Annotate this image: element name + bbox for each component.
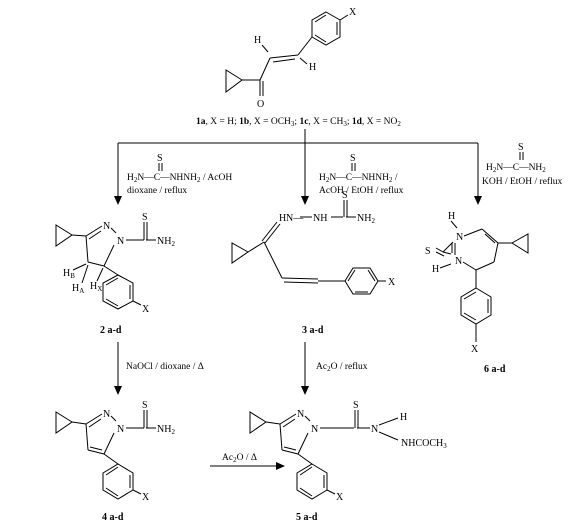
compound-6-label: 6 a-d — [484, 364, 506, 375]
arrow-4-to-5 — [210, 462, 285, 470]
compound-1-vinyl-h-1: H — [254, 35, 261, 46]
svg-text:S: S — [353, 400, 359, 411]
compound-1-oxygen: O — [257, 99, 264, 110]
svg-text:N: N — [371, 424, 378, 435]
svg-text:HB: HB — [63, 268, 75, 280]
svg-text:S: S — [518, 142, 524, 153]
svg-text:N: N — [103, 409, 110, 420]
reagent-right-conditions: KOH / EtOH / reflux — [482, 176, 562, 187]
compound-4-label: 4 a-d — [102, 512, 124, 523]
reagent-3-to-5: Ac2O / reflux — [316, 361, 368, 373]
reagent-right: S H2N—C—NH2 KOH / EtOH / reflux — [482, 142, 562, 187]
svg-text:X: X — [471, 344, 479, 355]
svg-text:NH2: NH2 — [157, 424, 175, 436]
svg-text:N: N — [297, 409, 304, 420]
compound-2-label: 2 a-d — [100, 325, 122, 336]
svg-text:HX: HX — [90, 281, 102, 293]
compound-5-structure: N N S N H NHCOCH3 X — [249, 400, 447, 503]
compound-3-label: 3 a-d — [302, 325, 324, 336]
compound-1-caption: 1a, X = H; 1b, X = OCH3; 1c, X = CH3; 1d… — [196, 117, 401, 128]
compound-2-phenyl-ring — [102, 274, 134, 310]
compound-1-cyclopropyl — [225, 69, 243, 93]
arrow-3-to-5 — [301, 342, 309, 395]
svg-text:N: N — [311, 424, 318, 435]
arrow-2-to-4 — [114, 342, 122, 395]
svg-text:S: S — [342, 190, 348, 201]
svg-text:X: X — [336, 492, 344, 503]
compound-2-cyclopropyl — [55, 224, 73, 247]
svg-text:X: X — [142, 304, 150, 315]
reagent-middle: S H2N—C—NHNH2 / AcOH / EtOH / reflux — [319, 153, 404, 196]
reagent-left-conditions: dioxane / reflux — [127, 185, 187, 196]
compound-4-structure: N N S NH2 X — [55, 400, 175, 503]
svg-text:X: X — [388, 277, 396, 288]
svg-text:N: N — [103, 221, 110, 232]
svg-text:N: N — [117, 424, 124, 435]
compound-2-structure: N N S NH2 HB HA HX X — [55, 212, 175, 315]
svg-text:NH: NH — [313, 213, 327, 224]
svg-text:S: S — [350, 153, 356, 164]
reagent-middle-conditions: AcOH / EtOH / reflux — [319, 185, 404, 196]
svg-text:NHCOCH3: NHCOCH3 — [401, 438, 447, 450]
svg-text:X: X — [142, 492, 150, 503]
reagent-left: S H2N—C—NHNH2 / AcOH dioxane / reflux — [127, 153, 232, 196]
arrow-to-compound-6 — [474, 196, 482, 205]
svg-text:NH2: NH2 — [157, 236, 175, 248]
svg-text:N—: N— — [286, 213, 304, 224]
compound-5-cyclopropyl — [249, 411, 267, 434]
compound-3-cyclopropyl — [231, 242, 249, 264]
compound-5-phenyl-ring — [296, 463, 328, 500]
svg-text:S: S — [142, 212, 148, 223]
svg-text:H: H — [279, 213, 286, 224]
svg-text:N: N — [117, 236, 124, 247]
svg-text:S: S — [157, 153, 163, 164]
svg-text:S: S — [425, 246, 431, 257]
reagent-4-to-5: Ac2O / Δ — [222, 453, 257, 464]
svg-text:H: H — [432, 264, 439, 275]
reagent-middle-formula: H2N—C—NHNH2 / — [319, 173, 398, 184]
compound-6-phenyl-ring — [460, 287, 492, 325]
arrow-to-compound-3 — [301, 196, 309, 205]
compound-1-phenyl-ring — [311, 11, 341, 46]
compound-3-structure: H N— NH S NH2 X — [231, 190, 396, 295]
compound-3-phenyl-ring — [344, 267, 379, 295]
svg-text:S: S — [142, 400, 148, 411]
svg-text:H: H — [448, 211, 455, 222]
svg-text:HA: HA — [72, 283, 84, 295]
reagent-left-formula: H2N—C—NHNH2 / AcOH — [127, 173, 232, 184]
compound-6-structure: H N N S H X — [425, 211, 529, 355]
arrow-to-compound-2 — [114, 196, 122, 205]
compound-1-vinyl-h-2: H — [309, 62, 316, 73]
svg-text:H: H — [400, 412, 407, 423]
svg-text:NH2: NH2 — [357, 213, 375, 225]
compound-1-x-atom: X — [349, 7, 357, 18]
compound-4-phenyl-ring — [102, 463, 134, 500]
svg-text:N: N — [456, 232, 463, 243]
compound-1-structure: X H H O — [225, 7, 357, 110]
branch-arrows — [114, 129, 482, 205]
reagent-2-to-4: NaOCl / dioxane / Δ — [126, 362, 204, 372]
compound-4-cyclopropyl — [55, 411, 73, 434]
reagent-right-formula: H2N—C—NH2 — [486, 163, 546, 174]
svg-text:N: N — [455, 256, 462, 267]
compound-6-cyclopropyl — [511, 233, 529, 254]
compound-5-label: 5 a-d — [296, 512, 318, 523]
